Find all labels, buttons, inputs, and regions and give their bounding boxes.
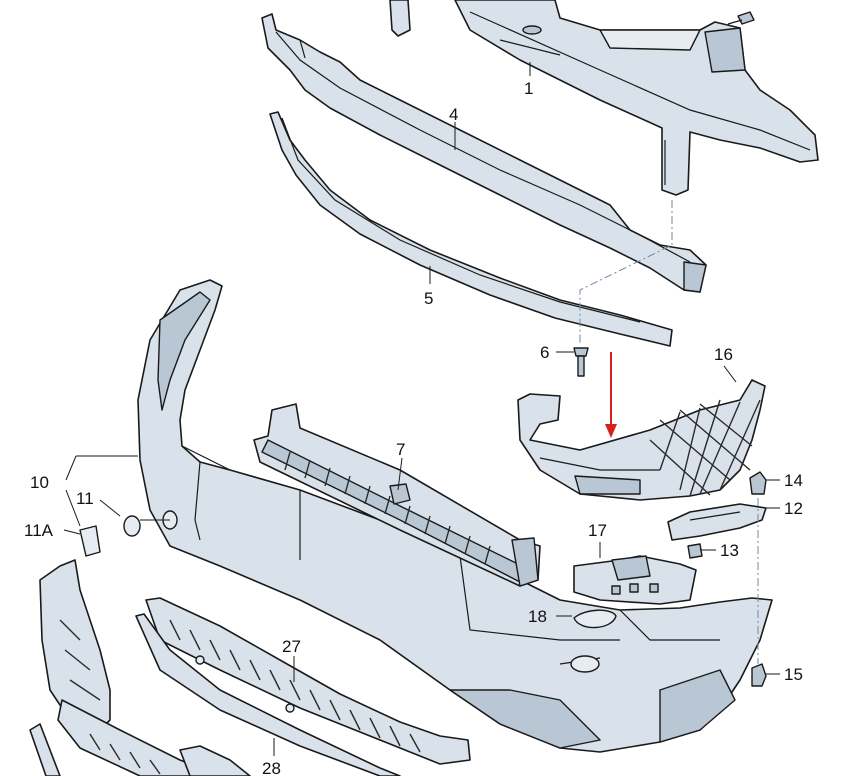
callout-4: 4: [449, 105, 458, 124]
part-27-grille: [145, 597, 471, 765]
callout-28: 28: [262, 759, 281, 776]
callout-17: 17: [588, 521, 607, 540]
callout-1: 1: [524, 79, 533, 98]
callout-27: 27: [282, 637, 301, 656]
part-4-impact-beam: [261, 13, 707, 293]
part-13-nut: [687, 543, 703, 559]
part-16-bracket: [517, 379, 766, 501]
part-10-bumper-cover: [137, 279, 773, 753]
callout-16: 16: [714, 345, 733, 364]
part-1-lock-carrier: [389, 0, 819, 196]
callout-5: 5: [424, 289, 433, 308]
part-11-cap: [123, 515, 141, 537]
callout-13: 13: [720, 541, 739, 560]
leader-lines: [63, 62, 780, 756]
callout-14: 14: [784, 471, 803, 490]
part-7-energy-absorber: [253, 403, 541, 587]
part-28-trim: [135, 613, 401, 776]
part-5-absorber-strip: [269, 111, 673, 347]
part-12-guide: [667, 503, 767, 541]
callout-10: 10: [30, 473, 49, 492]
screw-top-right: [727, 11, 755, 25]
part-11a-cap: [79, 525, 101, 557]
part-14-clip: [749, 471, 767, 495]
part-6-pin: [573, 347, 589, 377]
callout-7: 7: [396, 440, 405, 459]
callout-11a: 11A: [24, 521, 54, 540]
callout-15: 15: [784, 665, 803, 684]
assembly-centerline: [579, 200, 673, 345]
callout-18: 18: [528, 607, 547, 626]
callout-12: 12: [784, 499, 803, 518]
part-18-tow-cover: [573, 609, 617, 629]
highlight-arrow: [605, 352, 617, 438]
part-15-screw: [751, 663, 767, 687]
part-17-plate: [573, 555, 697, 605]
callout-labels: 1 4 5 6 7 10 11 11A 12 13 14 15 16 17 18…: [24, 79, 803, 776]
lower-left-bracket: [29, 559, 251, 776]
callout-6: 6: [540, 343, 549, 362]
callout-11: 11: [76, 489, 94, 508]
